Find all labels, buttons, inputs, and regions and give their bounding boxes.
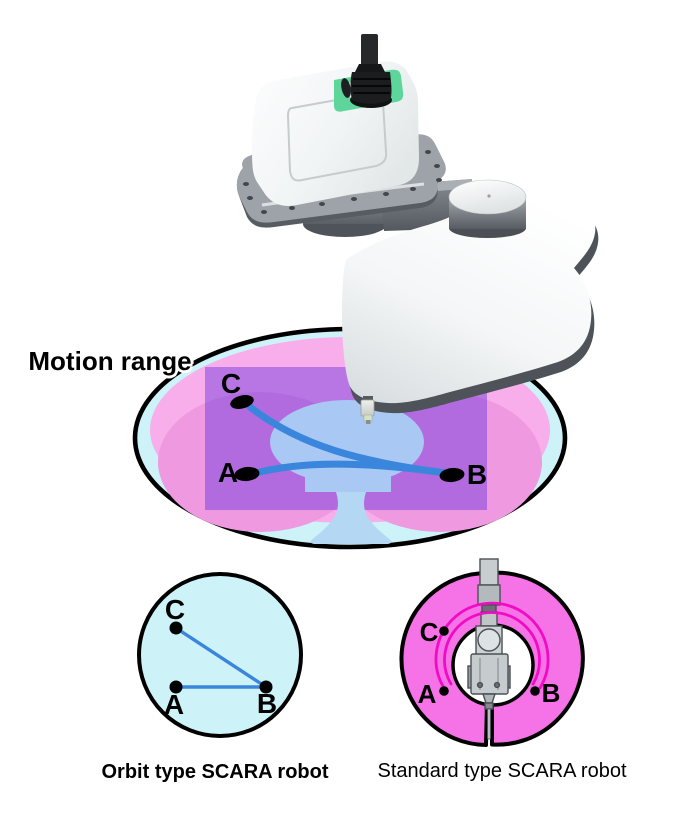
orbit-point-c-label: C bbox=[164, 594, 186, 625]
standard-arc-outer bbox=[434, 601, 550, 690]
point-c-dot bbox=[230, 395, 254, 409]
standard-point-c-dot bbox=[439, 626, 449, 636]
standard-caption: Standard type SCARA robot bbox=[377, 760, 627, 782]
standard-point-c-label: C bbox=[419, 617, 439, 647]
flange-bolt-holes bbox=[243, 150, 442, 214]
main-point-b-label: B bbox=[466, 459, 488, 490]
orbit-path-c-to-b bbox=[174, 626, 268, 689]
main-point-c-label: C bbox=[220, 368, 242, 399]
orbit-point-b-label: B bbox=[256, 688, 278, 719]
path-a-to-b bbox=[248, 460, 450, 478]
orbit-point-a-label: A bbox=[163, 689, 185, 720]
orbit-point-c-dot bbox=[169, 621, 183, 635]
orbit-caption: Orbit type SCARA robot bbox=[101, 761, 329, 783]
robot-elbow-joint bbox=[448, 179, 527, 238]
standard-point-a-label: A bbox=[417, 679, 437, 709]
orbit-point-b-dot bbox=[259, 680, 273, 694]
point-a-dot bbox=[234, 466, 260, 482]
orbit-type-diagram bbox=[137, 572, 303, 738]
standard-robot-column bbox=[467, 558, 511, 740]
standard-point-a-dot bbox=[439, 686, 449, 696]
motion-range-label: Motion range bbox=[28, 346, 192, 376]
standard-point-b-label: B bbox=[541, 678, 561, 708]
orbit-point-a-dot bbox=[169, 680, 183, 694]
scara-robot-illustration bbox=[236, 34, 599, 424]
release-lever bbox=[341, 78, 351, 98]
standard-point-b-dot bbox=[530, 686, 540, 696]
standard-type-diagram bbox=[399, 558, 585, 747]
main-point-a-label: A bbox=[217, 457, 239, 488]
standard-arc-inner bbox=[443, 611, 541, 686]
robot-shaft bbox=[350, 34, 392, 108]
robot-tool-tip bbox=[360, 396, 375, 424]
point-b-dot bbox=[439, 467, 465, 483]
